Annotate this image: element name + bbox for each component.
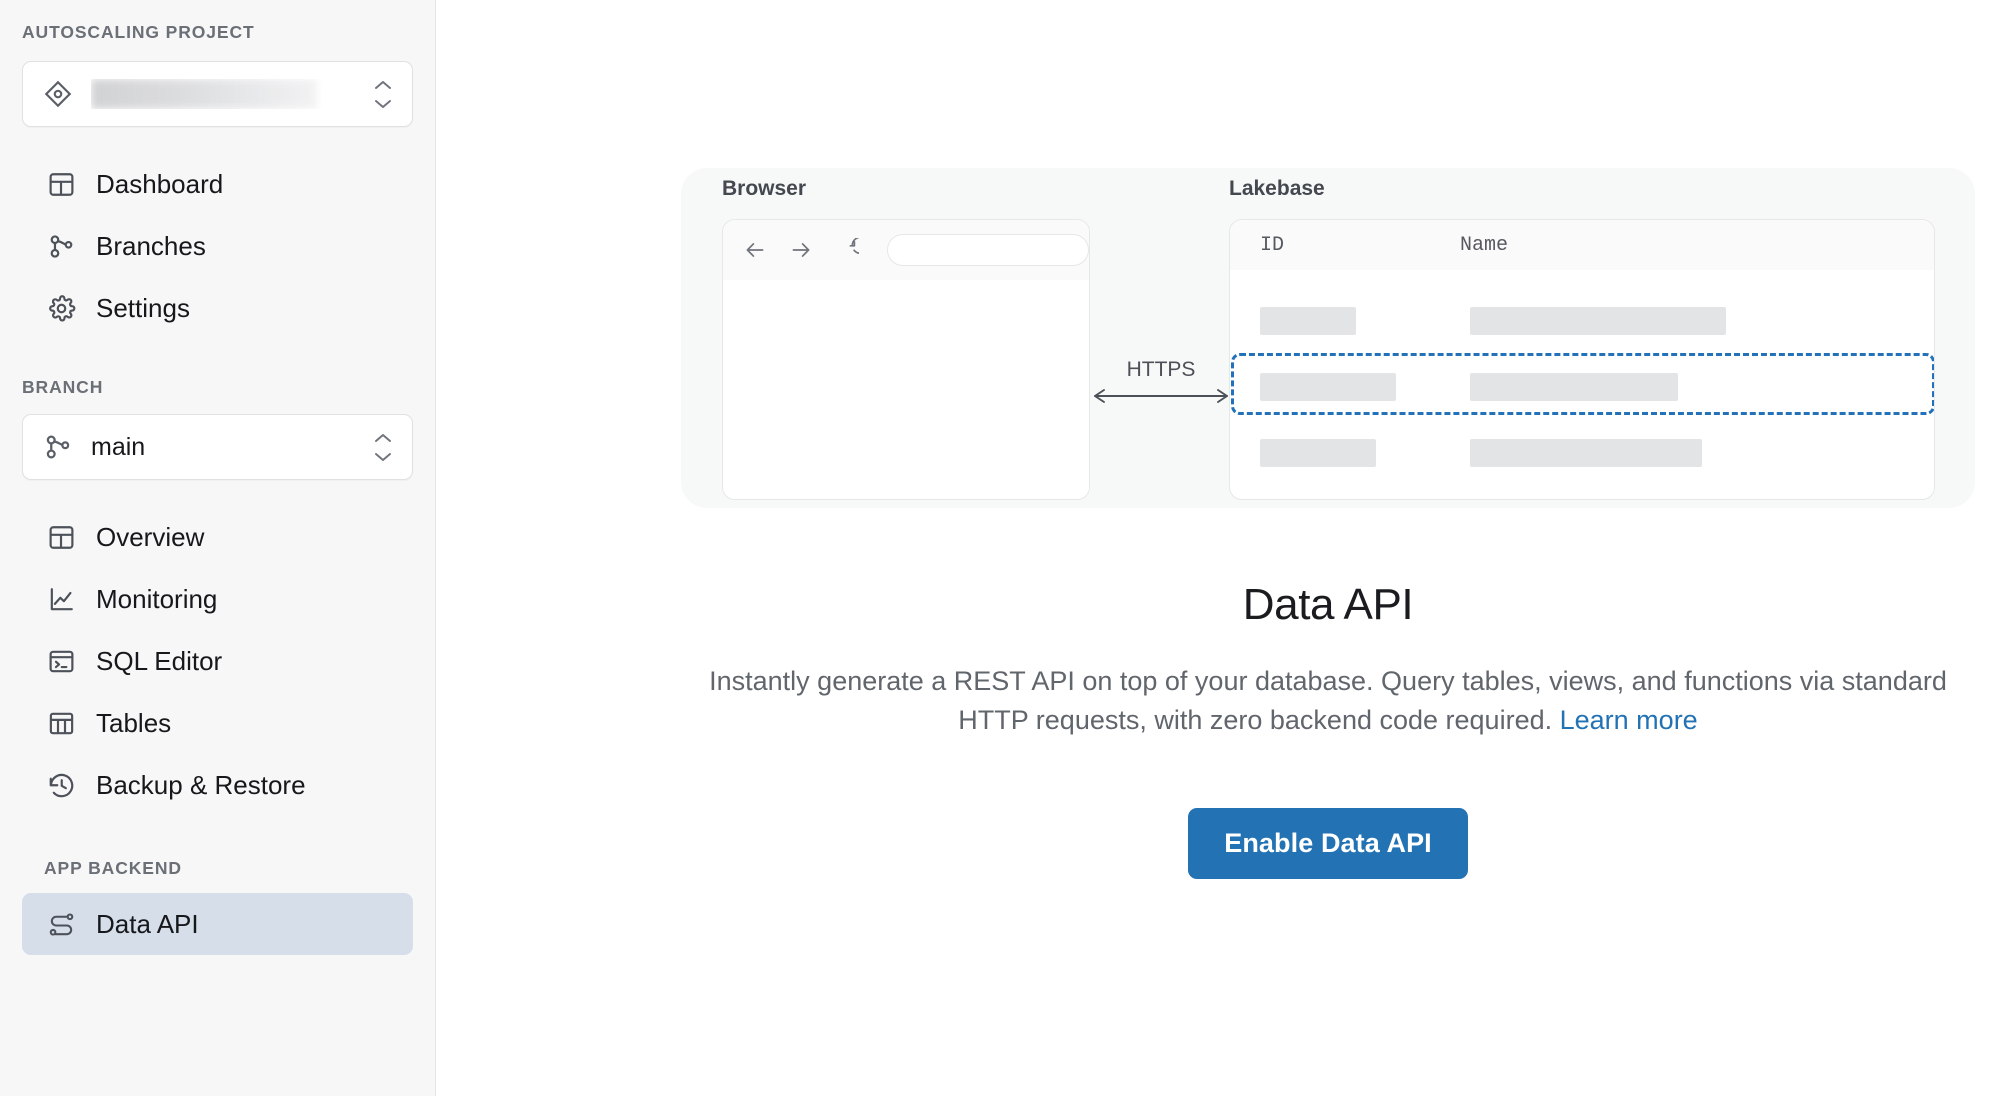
- data-api-illustration: Browser: [681, 168, 1975, 508]
- table-row: [1230, 354, 1934, 420]
- table-row: [1230, 420, 1934, 486]
- dashboard-grid-icon: [44, 170, 78, 199]
- sidebar-item-label: Dashboard: [96, 169, 224, 199]
- cell-id-placeholder: [1260, 373, 1396, 401]
- line-chart-icon: [44, 585, 78, 614]
- https-connection: HTTPS: [1091, 358, 1231, 412]
- page-description: Instantly generate a REST API on top of …: [681, 662, 1975, 740]
- sidebar-item-sql-editor[interactable]: SQL Editor: [22, 630, 413, 692]
- branch-selector[interactable]: main: [22, 414, 413, 480]
- table-row: [1230, 288, 1934, 354]
- sidebar-item-monitoring[interactable]: Monitoring: [22, 568, 413, 630]
- cta-container: Enable Data API: [681, 808, 1975, 880]
- arrow-left-icon[interactable]: [742, 237, 768, 263]
- sidebar-section-label-app-backend: APP BACKEND: [44, 858, 182, 878]
- sidebar-item-settings[interactable]: Settings: [22, 277, 413, 339]
- chevron-up-down-icon: [370, 433, 396, 462]
- sidebar-item-tables[interactable]: Tables: [22, 692, 413, 754]
- sidebar-item-data-api[interactable]: Data API: [22, 893, 413, 955]
- dashboard-grid-icon: [44, 523, 78, 552]
- browser-mock: [722, 219, 1090, 500]
- sidebar-item-backup-restore[interactable]: Backup & Restore: [22, 754, 413, 816]
- table-icon: [44, 709, 78, 738]
- double-arrow-horizontal-icon: [1091, 389, 1231, 411]
- cell-id-placeholder: [1260, 439, 1376, 467]
- sidebar-item-label: Tables: [96, 708, 172, 738]
- cell-name-placeholder: [1470, 307, 1726, 335]
- branch-icon: [41, 432, 75, 462]
- sidebar-item-label: Overview: [96, 522, 205, 552]
- reload-icon[interactable]: [834, 237, 859, 263]
- browser-url-bar[interactable]: [887, 234, 1089, 266]
- https-label: HTTPS: [1126, 358, 1196, 381]
- sidebar: AUTOSCALING PROJECT: [0, 0, 436, 1096]
- sidebar-section-label-project: AUTOSCALING PROJECT: [22, 22, 255, 42]
- main-content: Browser: [436, 0, 2000, 1096]
- browser-caption: Browser: [722, 177, 807, 200]
- lakebase-table-mock: ID Name: [1229, 219, 1935, 500]
- gear-icon: [44, 294, 78, 323]
- chevron-up-down-icon: [370, 80, 396, 109]
- sidebar-item-overview[interactable]: Overview: [22, 506, 413, 568]
- branch-nav-group: Overview Monitoring: [0, 506, 435, 816]
- lakebase-table-header: ID Name: [1230, 220, 1934, 270]
- lakebase-caption: Lakebase: [1229, 177, 1325, 200]
- branch-icon: [44, 232, 78, 261]
- enable-data-api-button[interactable]: Enable Data API: [1188, 808, 1468, 880]
- browser-viewport: [723, 280, 1089, 499]
- history-clock-icon: [44, 771, 78, 800]
- sidebar-item-label: Branches: [96, 231, 206, 261]
- page-title: Data API: [1242, 580, 1414, 629]
- api-path-icon: [44, 910, 78, 939]
- lakebase-table-body: [1230, 270, 1934, 486]
- project-nav-group: Dashboard Branches: [0, 153, 435, 339]
- sidebar-item-label: Backup & Restore: [96, 770, 306, 800]
- project-selector[interactable]: [22, 61, 413, 127]
- sidebar-item-label: SQL Editor: [96, 646, 223, 676]
- redacted-project-name: [91, 79, 317, 109]
- arrow-right-icon[interactable]: [788, 237, 814, 263]
- data-api-copy: Data API Instantly generate a REST API o…: [681, 580, 1975, 880]
- sidebar-item-label: Monitoring: [96, 584, 218, 614]
- column-header-id: ID: [1260, 233, 1285, 257]
- sidebar-item-label: Data API: [96, 909, 199, 939]
- project-name-value: [91, 79, 370, 109]
- sidebar-item-label: Settings: [96, 293, 190, 323]
- sidebar-item-dashboard[interactable]: Dashboard: [22, 153, 413, 215]
- branch-name-value: main: [91, 432, 146, 461]
- cell-name-placeholder: [1470, 439, 1702, 467]
- terminal-window-icon: [44, 647, 78, 676]
- project-diamond-icon: [41, 79, 75, 109]
- browser-toolbar: [723, 220, 1089, 280]
- learn-more-link[interactable]: Learn more: [1559, 705, 1698, 736]
- cell-name-placeholder: [1470, 373, 1678, 401]
- page-description-text: Instantly generate a REST API on top of …: [709, 666, 1947, 736]
- column-header-name: Name: [1460, 233, 1509, 257]
- sidebar-section-label-branch: BRANCH: [22, 377, 104, 397]
- sidebar-item-branches[interactable]: Branches: [22, 215, 413, 277]
- cell-id-placeholder: [1260, 307, 1356, 335]
